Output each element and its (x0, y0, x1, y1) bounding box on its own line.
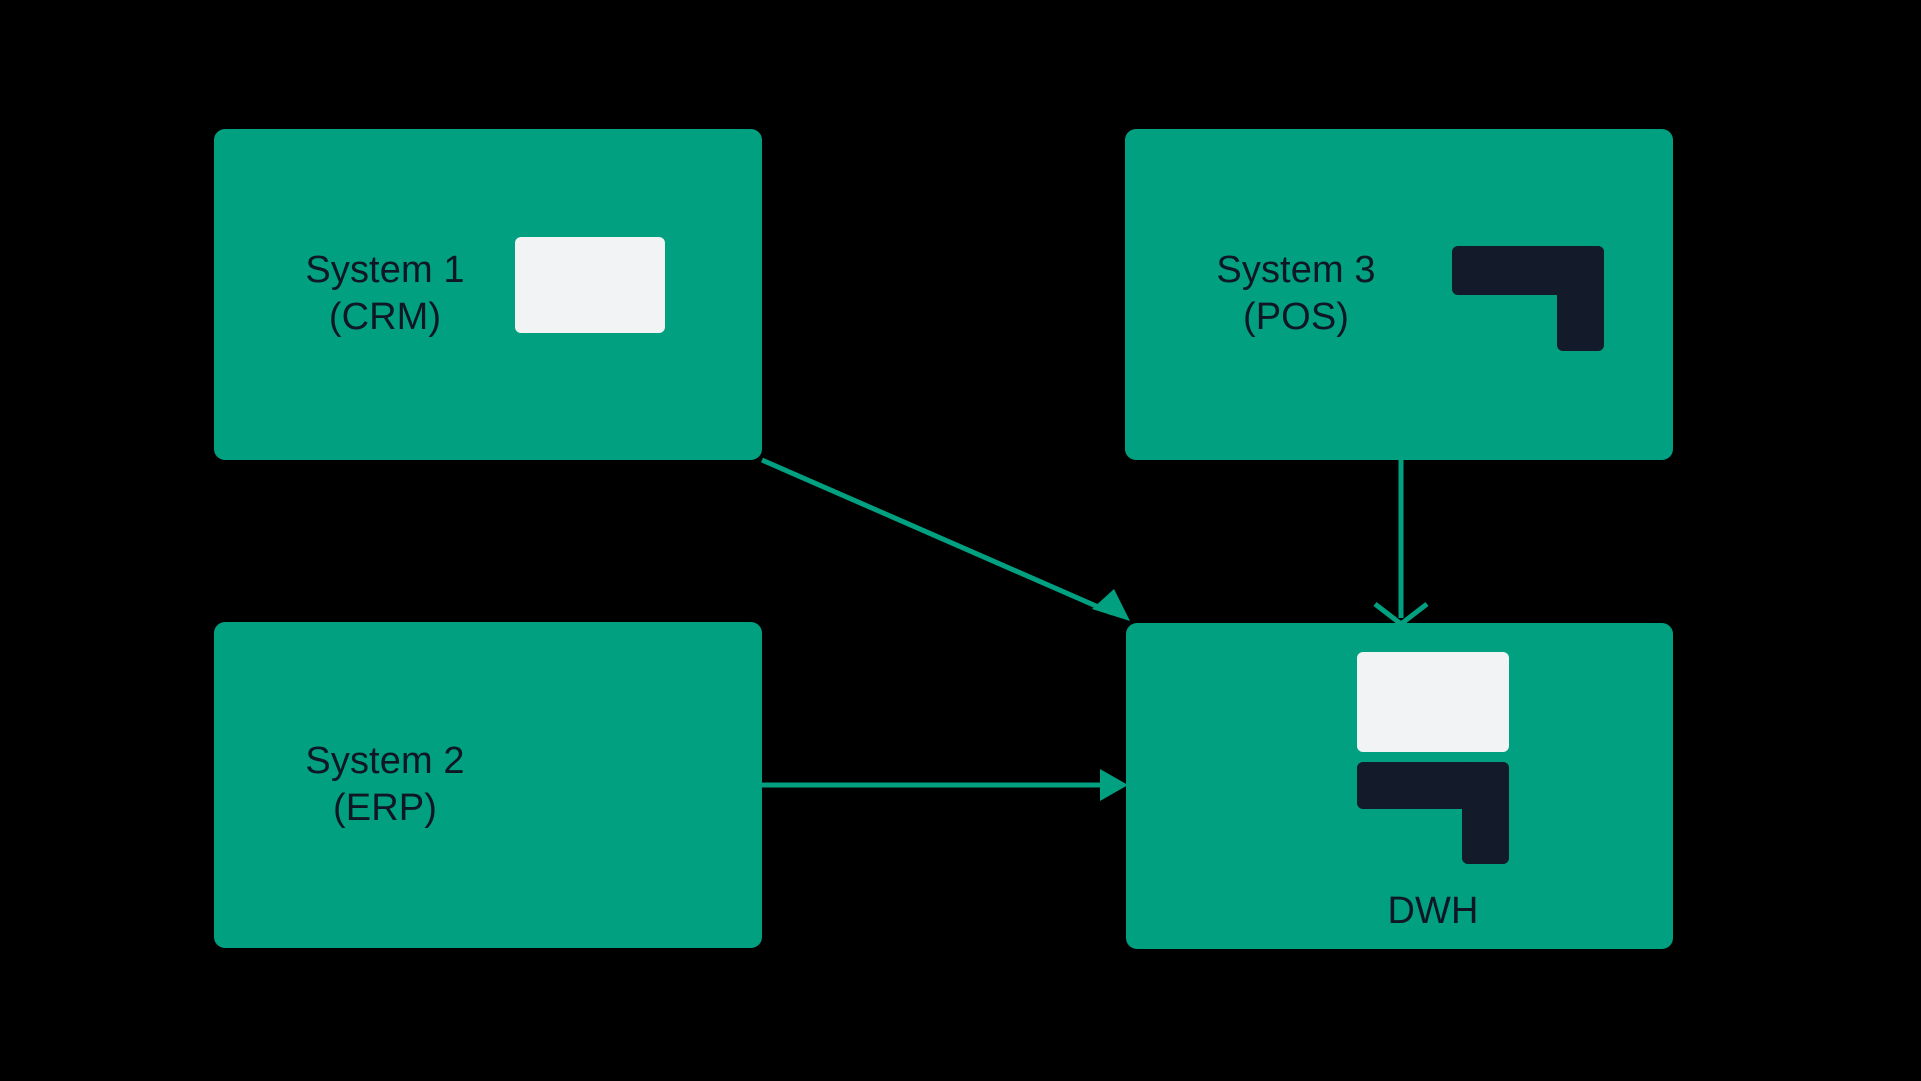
light-rect-icon (1357, 652, 1509, 752)
dark-corner-icon (1452, 246, 1604, 351)
edge-system3-dwh (1373, 460, 1429, 628)
node-dwh-label: DWH (1387, 890, 1479, 932)
node-system-2[interactable]: System 2 (ERP) (214, 622, 762, 948)
light-rect-icon (515, 237, 665, 333)
edge-system1-dwh (760, 457, 1130, 621)
node-system-3-label: System 3 (POS) (1216, 249, 1376, 338)
dark-corner-icon (1357, 762, 1509, 864)
node-system-2-label: System 2 (ERP) (305, 740, 465, 829)
node-dwh[interactable]: DWH (1126, 623, 1673, 949)
node-system-3[interactable]: System 3 (POS) (1125, 129, 1673, 460)
edge-system2-dwh (762, 769, 1128, 801)
node-system-1-label: System 1 (CRM) (305, 249, 465, 338)
node-system-1[interactable]: System 1 (CRM) (214, 129, 762, 460)
